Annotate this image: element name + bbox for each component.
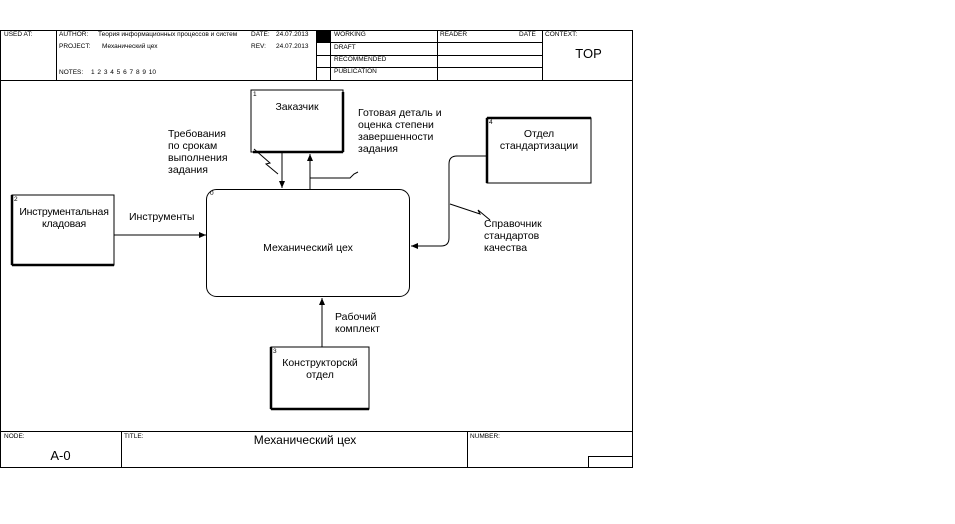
rev-label: REV: xyxy=(251,43,266,50)
box-number-customer: 1 xyxy=(253,91,257,98)
reader-label: READER xyxy=(440,31,468,38)
status-working: WORKING xyxy=(334,31,366,38)
arrow-label-standards-ref: Справочник стандартов качества xyxy=(484,218,542,254)
box-design-dept-label: Конструкторскй отдел xyxy=(282,357,358,381)
box-customer-label: Заказчик xyxy=(275,101,319,113)
node-value: A-0 xyxy=(50,448,71,463)
box-tool-storage-label: Инструментальная кладовая xyxy=(19,206,109,230)
status-publication: PUBLICATION xyxy=(334,68,377,75)
title-value: Механический цех xyxy=(253,433,357,447)
project-label: PROJECT: xyxy=(59,43,91,50)
status-draft: DRAFT xyxy=(334,44,356,51)
date-value: 24.07.2013 xyxy=(276,31,309,38)
title-label: TITLE: xyxy=(124,433,144,440)
reader-date-label: DATE xyxy=(519,31,536,38)
author-value: Теория информационных процессов и систем xyxy=(98,31,238,38)
notes-label: NOTES: xyxy=(59,69,84,76)
arrow-label-work-kit: Рабочий комплект xyxy=(335,311,380,335)
author-label: AUTHOR: xyxy=(59,31,89,38)
box-number-design-dept: 3 xyxy=(273,348,277,355)
number-label: NUMBER: xyxy=(470,433,500,440)
context-label: CONTEXT: xyxy=(545,31,578,38)
box-number-workshop: 0 xyxy=(210,190,214,197)
box-standards-dept-label: Отдел стандартизации xyxy=(499,128,579,152)
context-value: TOP xyxy=(575,46,602,61)
arrow-label-requirements: Требования по срокам выполнения задания xyxy=(168,128,228,176)
rev-value: 24.07.2013 xyxy=(276,43,309,50)
node-label: NODE: xyxy=(4,433,25,440)
notes-numbers: 1 2 3 4 5 6 7 8 9 10 xyxy=(91,69,157,76)
arrow-label-finished-part: Готовая деталь и оценка степени завершен… xyxy=(358,107,442,155)
arrow-label-tools: Инструменты xyxy=(129,211,195,223)
used-at-label: USED AT: xyxy=(4,31,33,38)
status-recommended: RECOMMENDED xyxy=(334,56,387,63)
box-number-standards-dept: 4 xyxy=(489,119,493,126)
date-label: DATE: xyxy=(251,31,270,38)
box-workshop-label: Механический цех xyxy=(263,242,353,254)
box-number-tool-storage: 2 xyxy=(14,196,18,203)
project-value: Механический цех xyxy=(102,43,158,50)
